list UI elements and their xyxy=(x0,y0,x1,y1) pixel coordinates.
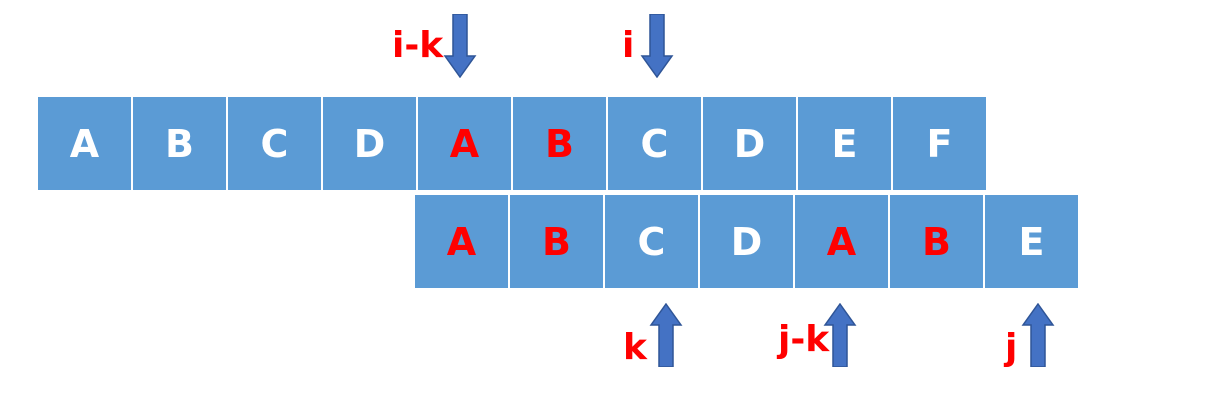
text-cell: C xyxy=(228,97,323,190)
pattern-cell: C xyxy=(605,195,700,288)
pointer-label: j xyxy=(1005,327,1018,368)
cell-letter: A xyxy=(446,219,477,264)
text-cell: B xyxy=(133,97,228,190)
text-cell: F xyxy=(893,97,986,190)
pointer-i: i xyxy=(622,14,674,78)
cell-letter: B xyxy=(922,219,951,264)
text-string-row: A B C D A B C D E F xyxy=(38,97,986,190)
arrow-down-icon xyxy=(640,14,674,78)
arrow-up-icon xyxy=(823,303,857,367)
text-cell: A xyxy=(38,97,133,190)
cell-letter: D xyxy=(730,219,763,264)
pattern-cell: A xyxy=(795,195,890,288)
pointer-label: i-k xyxy=(392,25,444,66)
pattern-cell: B xyxy=(890,195,985,288)
cell-letter: B xyxy=(545,121,574,166)
cell-letter: E xyxy=(1018,219,1045,264)
pointer-j-minus-k: j-k xyxy=(778,303,857,367)
arrow-up-icon xyxy=(1021,303,1055,367)
pattern-string-row: A B C D A B E xyxy=(415,195,1078,288)
cell-letter: C xyxy=(637,219,666,264)
cell-letter: E xyxy=(831,121,858,166)
pattern-cell: A xyxy=(415,195,510,288)
cell-letter: D xyxy=(733,121,766,166)
pointer-label: j-k xyxy=(778,319,830,360)
cell-letter: B xyxy=(542,219,571,264)
cell-letter: A xyxy=(449,121,480,166)
text-cell: A xyxy=(418,97,513,190)
pattern-cell: B xyxy=(510,195,605,288)
cell-letter: F xyxy=(926,121,953,166)
text-cell: C xyxy=(608,97,703,190)
text-cell: D xyxy=(323,97,418,190)
pointer-label: i xyxy=(622,25,635,66)
pointer-j: j xyxy=(1005,303,1055,367)
cell-letter: A xyxy=(826,219,857,264)
arrow-down-icon xyxy=(443,14,477,78)
pointer-k: k xyxy=(623,303,683,367)
cell-letter: C xyxy=(260,121,289,166)
cell-letter: D xyxy=(353,121,386,166)
pattern-cell: E xyxy=(985,195,1078,288)
arrow-up-icon xyxy=(649,303,683,367)
text-cell: B xyxy=(513,97,608,190)
pointer-i-minus-k: i-k xyxy=(392,14,477,78)
cell-letter: C xyxy=(640,121,669,166)
text-cell: D xyxy=(703,97,798,190)
cell-letter: B xyxy=(165,121,194,166)
cell-letter: A xyxy=(69,121,100,166)
text-cell: E xyxy=(798,97,893,190)
pattern-cell: D xyxy=(700,195,795,288)
pointer-label: k xyxy=(623,327,647,368)
